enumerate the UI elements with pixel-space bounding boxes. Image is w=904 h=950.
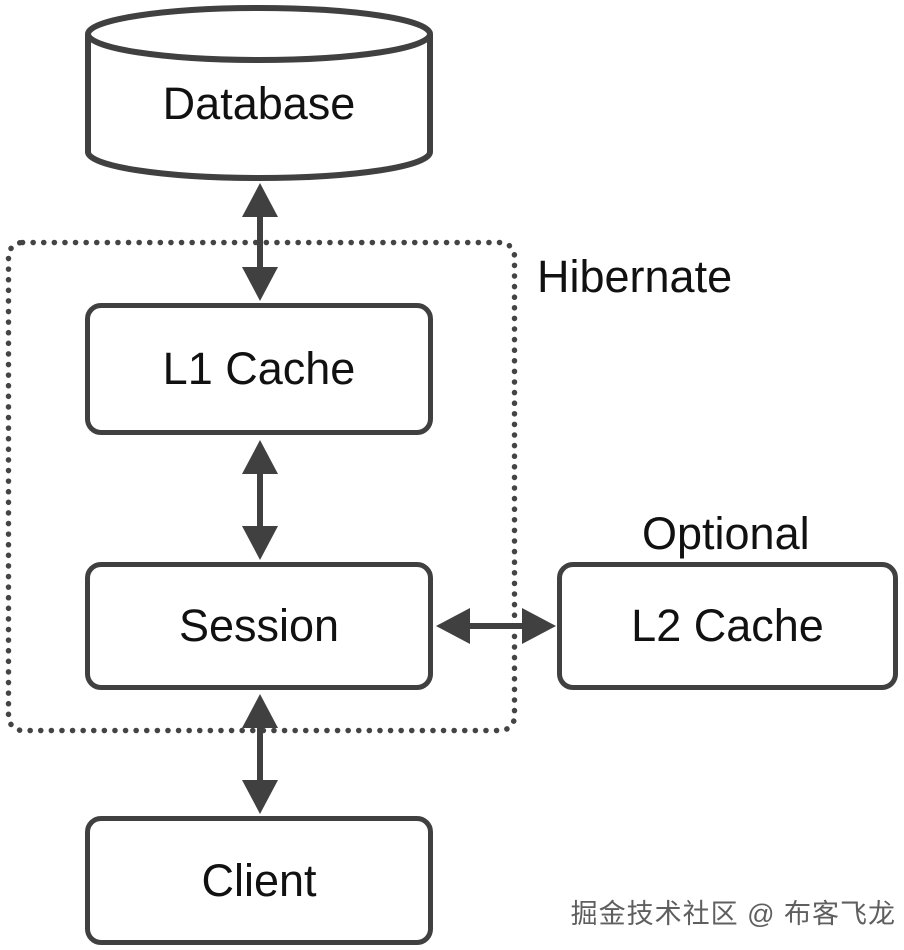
l2-cache-node: L2 Cache	[557, 562, 898, 690]
client-node-label: Client	[201, 854, 317, 906]
l2-cache-node-label: L2 Cache	[631, 600, 824, 651]
database-cylinder-shape	[85, 5, 433, 181]
client-node: Client	[85, 816, 433, 945]
optional-annotation-label: Optional	[642, 508, 810, 559]
arrow-session-l2cache	[436, 608, 556, 644]
arrow-database-l1cache	[242, 183, 278, 301]
session-node-label: Session	[178, 600, 340, 651]
hibernate-container-label: Hibernate	[537, 251, 733, 302]
arrow-l1cache-session	[242, 440, 278, 560]
watermark-text: 掘金技术社区 @ 布客飞龙	[570, 899, 896, 929]
l1-cache-node-label: L1 Cache	[162, 343, 356, 394]
l1-cache-node: L1 Cache	[85, 303, 433, 435]
session-node: Session	[85, 562, 433, 690]
database-node-label: Database	[162, 78, 356, 129]
arrow-session-client	[242, 694, 278, 814]
